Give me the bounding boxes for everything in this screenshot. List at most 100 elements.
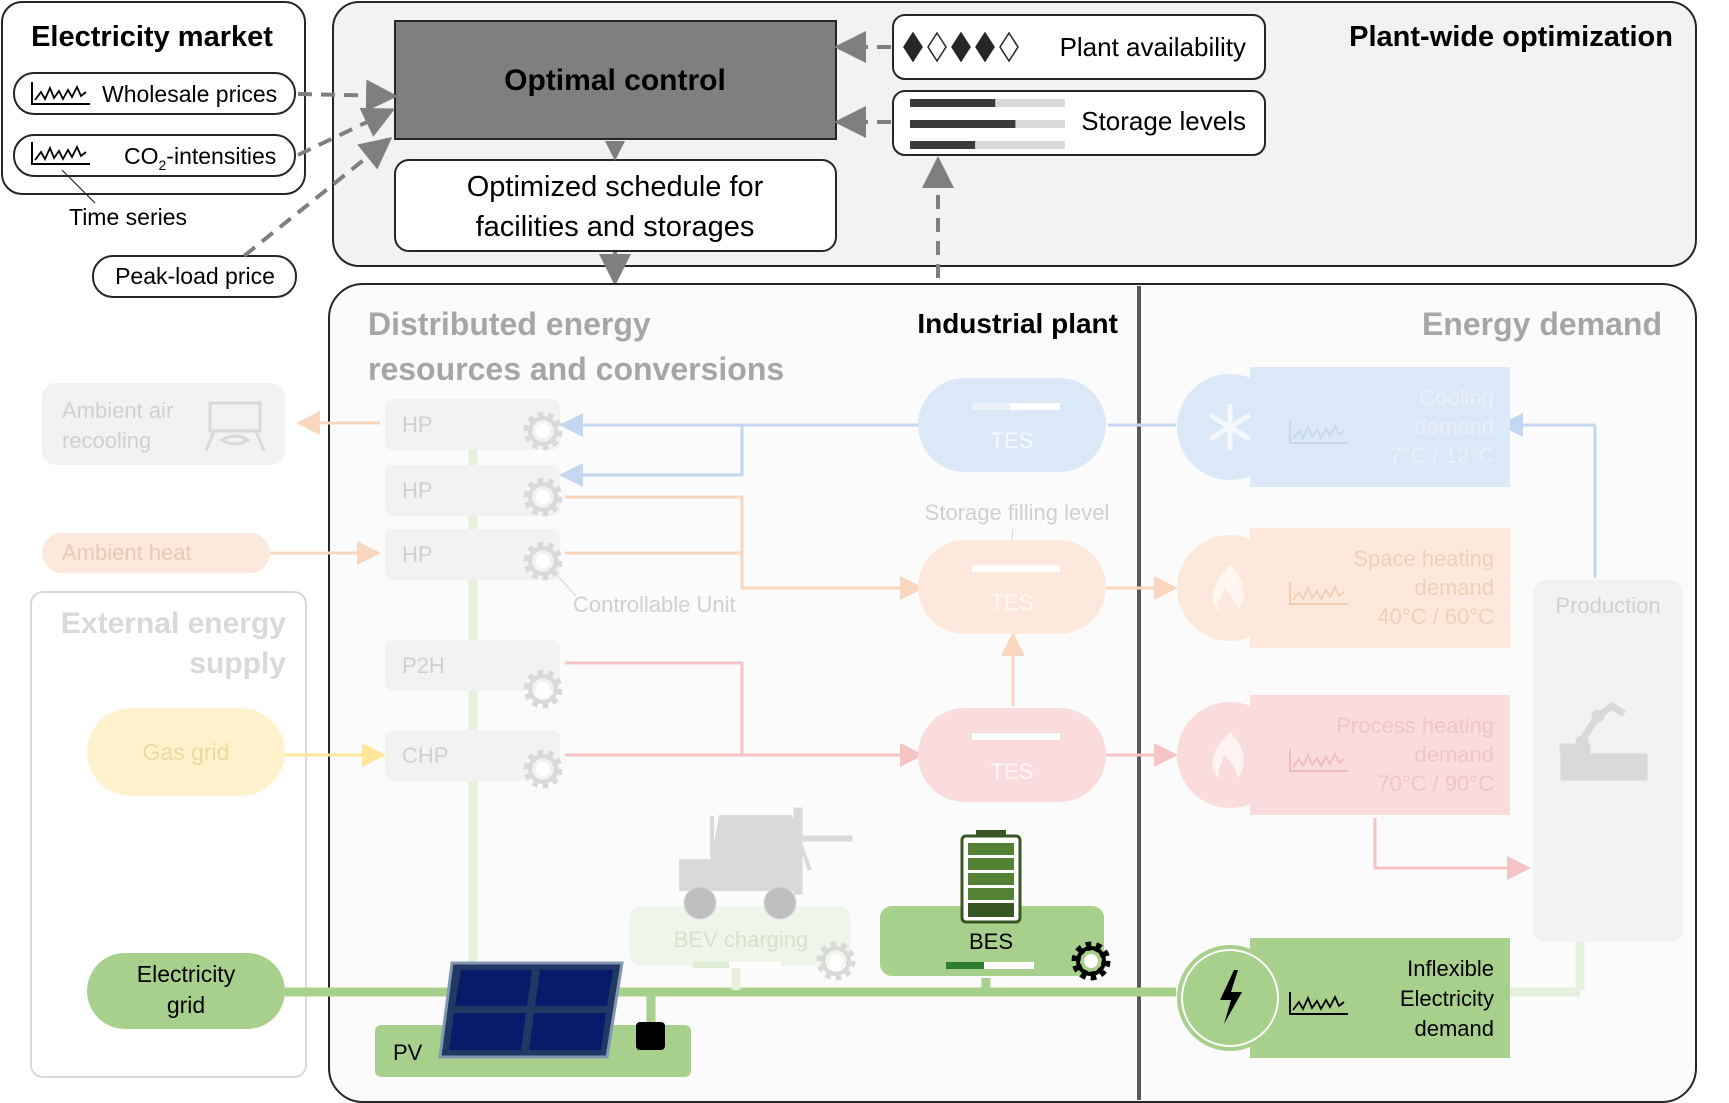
p2h-label: P2H — [402, 653, 445, 678]
electricity-grid-line1: Electricity — [137, 961, 236, 987]
gas-grid-label: Gas grid — [143, 739, 230, 765]
filling-level-label: Storage filling level — [925, 500, 1110, 525]
inflexible-line3: demand — [1414, 1016, 1494, 1041]
process-heating-line2: demand — [1414, 742, 1494, 767]
ambient-air-line1: Ambient air — [62, 398, 173, 423]
plantwide-title: Plant-wide optimization — [1349, 21, 1673, 53]
co2-arrow — [297, 107, 396, 157]
snowflake-icon — [1208, 404, 1252, 450]
availability-diamond-5 — [999, 31, 1019, 63]
storage-level-bars — [910, 99, 1065, 149]
hp2-box — [385, 465, 560, 516]
lightning-icon — [1220, 970, 1242, 1024]
space-heating-line1: Space heating — [1353, 546, 1494, 571]
process-flame-icon — [1212, 732, 1244, 779]
ambient-heat-pill — [42, 533, 270, 573]
pv: PV — [375, 961, 691, 1077]
ambient-heat-label: Ambient heat — [62, 540, 192, 565]
tes2-label: TES — [991, 590, 1034, 615]
space-heating-box — [1250, 528, 1510, 648]
tes1-cooling — [918, 378, 1106, 472]
energy-demand-title: Energy demand — [1422, 306, 1662, 342]
solar-panel-icon — [438, 961, 624, 1059]
chp-label: CHP — [402, 743, 448, 768]
process-heating-box — [1250, 695, 1510, 815]
robot-arm-icon — [1559, 701, 1648, 781]
cooling-line2: demand — [1414, 414, 1494, 439]
bev-charging: BEV charging — [630, 807, 853, 976]
bev-box — [630, 906, 850, 966]
storage-bar-fill-1 — [910, 99, 996, 107]
availability-diamond-2 — [927, 31, 947, 63]
controllable-callout-line — [555, 573, 577, 597]
conversion-units: HP HP HP Controllable Unit P2H CHP — [385, 399, 736, 784]
hp3-box — [385, 529, 560, 580]
space-heating-line3: 40°C / 60°C — [1377, 604, 1494, 629]
wholesale-label: Wholesale prices — [102, 81, 277, 107]
time-series-label: Time series — [69, 204, 187, 230]
optimal-control-box — [394, 20, 837, 140]
tes1-to-hp2-line — [559, 425, 744, 487]
hp2-label: HP — [402, 478, 433, 503]
electricity-grid-pill — [87, 953, 285, 1029]
storage-levels-label: Storage levels — [1081, 106, 1246, 136]
space-heating-line2: demand — [1414, 575, 1494, 600]
inverter-icon — [636, 1022, 665, 1050]
tes2-space-heat — [918, 540, 1106, 634]
inflexible-demand-box — [1250, 938, 1510, 1058]
optimal-control-label: Optimal control — [504, 64, 726, 97]
gas-grid-pill — [87, 708, 285, 796]
peak-load-label: Peak-load price — [115, 263, 275, 289]
hp1-label: HP — [402, 412, 433, 437]
inflexible-line1: Inflexible — [1407, 956, 1494, 981]
availability-label: Plant availability — [1060, 32, 1246, 62]
co2-pill — [13, 134, 296, 177]
der-title-line2: resources and conversions — [368, 351, 784, 387]
availability-diamond-4 — [975, 31, 995, 63]
recooler-icon — [204, 401, 266, 452]
availability-diamond-1 — [903, 31, 923, 63]
bes: BES — [880, 830, 1106, 976]
cooling-demand-box — [1250, 367, 1510, 487]
p2h-to-tes3-line — [565, 661, 924, 767]
schedule-line1: Optimized schedule for — [467, 171, 764, 203]
chp-box — [385, 730, 560, 781]
market-title: Electricity market — [31, 21, 273, 53]
hp2-to-tes2-line — [565, 495, 924, 600]
availability-diamonds — [903, 31, 1019, 63]
availability-diamond-3 — [951, 31, 971, 63]
hp1-box — [385, 399, 560, 450]
cooling-line1: Cooling — [1419, 385, 1494, 410]
p2h-box — [385, 640, 560, 691]
process-to-production-line — [1373, 818, 1531, 880]
inflexible-line2: Electricity — [1400, 986, 1494, 1011]
process-heating-line1: Process heating — [1336, 713, 1494, 738]
demand-blocks: Cooling demand 7°C / 12°C Space heating … — [1177, 367, 1683, 1058]
thermal-storages: TES Storage filling level TES TES — [918, 378, 1109, 802]
electricity-grid-line2: grid — [167, 992, 205, 1018]
peak-load-arrow — [242, 136, 393, 258]
storage-bar-fill-2 — [910, 120, 1016, 128]
tes1-label: TES — [991, 428, 1034, 453]
bes-label: BES — [969, 929, 1013, 954]
battery-icon — [960, 830, 1022, 924]
cooling-line3: 7°C / 12°C — [1390, 443, 1495, 468]
production-label: Production — [1555, 593, 1660, 618]
flow-lines — [270, 411, 1597, 880]
hp3-label: HP — [402, 542, 433, 567]
storage-bar-fill-3 — [910, 141, 976, 149]
tes3-process-heat — [918, 708, 1106, 802]
time-series-callout-line — [61, 169, 96, 204]
co2-label: CO2-intensities — [124, 143, 276, 173]
der-title-line1: Distributed energy — [368, 306, 651, 342]
external-supply-title-line2: supply — [189, 647, 286, 680]
controllable-unit-label: Controllable Unit — [573, 592, 736, 617]
pv-label: PV — [393, 1040, 423, 1065]
forklift-icon — [679, 807, 853, 920]
external-supply-title-line1: External energy — [61, 607, 286, 640]
industrial-plant-title: Industrial plant — [917, 308, 1118, 339]
flame-icon — [1212, 565, 1244, 612]
ambient-air-line2: recooling — [62, 428, 151, 453]
